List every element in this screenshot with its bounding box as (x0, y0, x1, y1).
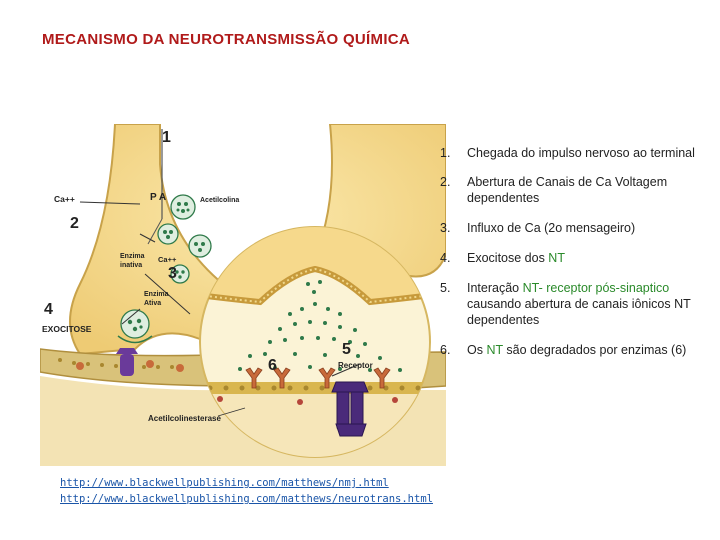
label-3: 3 (168, 265, 177, 282)
step-item: 1. Chegada do impulso nervoso ao termina… (440, 145, 705, 161)
step-text-pre: Os (467, 343, 487, 357)
arrow-icon (79, 201, 191, 325)
label-enzima-inativa-2: inativa (120, 262, 142, 269)
label-ca-int: Ca++ (158, 255, 177, 264)
label-6: 6 (268, 357, 277, 374)
label-1: 1 (162, 129, 171, 146)
step-number: 1. (440, 146, 451, 160)
nt-highlight: NT (486, 343, 503, 357)
label-acetilcolinesterase: Acetilcolinesterase (148, 414, 221, 423)
step-number: 4. (440, 251, 451, 265)
step-number: 6. (440, 343, 451, 357)
step-text: Influxo de Ca (2o mensageiro) (467, 221, 636, 235)
receptor-icon (245, 367, 391, 389)
label-receptor: Receptor (338, 361, 373, 370)
nt-highlight: NT- receptor pós-sinaptico (522, 281, 670, 295)
steps-list: 1. Chegada do impulso nervoso ao termina… (440, 145, 705, 358)
nt-highlight: NT (548, 251, 565, 265)
label-2: 2 (70, 215, 79, 232)
reference-link-neurotrans[interactable]: http://www.blackwellpublishing.com/matth… (60, 493, 433, 505)
step-number: 5. (440, 281, 451, 295)
exocytosis-icon (117, 335, 153, 344)
step-number: 3. (440, 221, 451, 235)
vesicle-icon (120, 194, 236, 339)
ion-channel-icon (331, 381, 369, 437)
receptor-icon-left (116, 348, 138, 376)
label-enzima-inativa-1: Enzima (120, 253, 145, 260)
step-item: 6. Os NT são degradados por enzimas (6) (440, 342, 705, 358)
step-number: 2. (440, 175, 451, 189)
step-text: Chegada do impulso nervoso ao terminal (467, 146, 695, 160)
page-title: MECANISMO DA NEUROTRANSMISSÃO QUÍMICA (42, 31, 411, 48)
step-text-post: são degradados por enzimas (6) (502, 343, 687, 357)
label-pa: P A (150, 192, 166, 203)
step-item: 2. Abertura de Canais de Ca Voltagem dep… (440, 174, 705, 206)
step-text: Abertura de Canais de Ca Voltagem depend… (467, 175, 668, 205)
label-exocitose: EXOCITOSE (42, 324, 92, 334)
reference-links: http://www.blackwellpublishing.com/matth… (60, 475, 433, 507)
synapse-diagram: 1 P A Ca++ 2 Acetilcolina Enzima inativa… (40, 124, 446, 466)
label-ca-ext: Ca++ (54, 194, 75, 204)
receptor-icon-small (76, 360, 184, 372)
enzyme-icon (217, 396, 398, 405)
label-5: 5 (342, 341, 351, 358)
label-enzima-ativa-2: Ativa (144, 300, 161, 307)
step-item: 4. Exocitose dos NT (440, 250, 705, 266)
step-text-post: causando abertura de canais iônicos NT d… (467, 297, 691, 327)
label-4: 4 (44, 301, 53, 318)
reference-link-nmj[interactable]: http://www.blackwellpublishing.com/matth… (60, 477, 389, 489)
step-item: 5. Interação NT- receptor pós-sinaptico … (440, 280, 705, 328)
label-acetilcolina: Acetilcolina (200, 197, 239, 204)
step-text-pre: Exocitose dos (467, 251, 549, 265)
step-item: 3. Influxo de Ca (2o mensageiro) (440, 220, 705, 236)
neurotransmitter-dots (238, 280, 402, 372)
step-text-pre: Interação (467, 281, 523, 295)
label-enzima-ativa-1: Enzima (144, 291, 169, 298)
